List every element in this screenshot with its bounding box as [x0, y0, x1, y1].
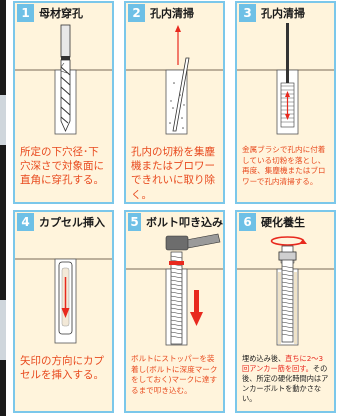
step-header: 5 ボルト叩き込み [126, 212, 223, 232]
step-number-badge: 6 [239, 213, 256, 231]
step-header: 2 孔内清掃 [126, 3, 223, 23]
step-description: 孔内の切粉を集塵機またはブロワーできれいに取り除く。 [131, 146, 215, 201]
step-header: 3 孔内清掃 [237, 3, 334, 23]
step-description-after: その後、所定の硬化時間内はアンカーボルトを動かさない。 [242, 363, 329, 403]
step-title: 孔内清掃 [150, 7, 194, 20]
step-header: 4 カプセル挿入 [15, 212, 112, 232]
step-panel-5: 5 ボルト叩き込み ボルトにストッパーを装着し(ボルトに深度マークをしておく)マ… [124, 210, 225, 413]
step-number-badge: 4 [17, 213, 34, 231]
hammer-bolt-icon [126, 232, 223, 350]
left-edge-tab-upper [0, 95, 6, 145]
wire-brush-icon [237, 23, 334, 141]
step-title: 母材穿孔 [39, 7, 83, 20]
step-title: 孔内清掃 [261, 7, 305, 20]
step-title: 硬化養生 [261, 216, 305, 229]
step-header: 6 硬化養生 [237, 212, 334, 232]
step-description: 所定の下穴径･下穴深さで対象面に直角に穿孔する。 [20, 146, 104, 187]
step-number-badge: 1 [17, 4, 34, 22]
step-panel-1: 1 母材穿孔 所定の下穴径･下穴深さで対象面に直角に穿孔する。 [13, 1, 114, 204]
step-description: 埋め込み後、直ちに2～3回アンカー筋を回す。その後、所定の硬化時間内はアンカーボ… [242, 354, 330, 404]
step-panel-6: 6 硬化養生 埋め込み後、直ちに2～3回アンカー筋を回す。その後、所定の硬化時間… [235, 210, 336, 413]
step-description-highlight: 直ちに2～3回アンカー筋を回す。 [242, 354, 324, 373]
blower-nozzle-icon [126, 23, 223, 141]
step-number-badge: 2 [128, 4, 145, 22]
step-title: カプセル挿入 [39, 216, 105, 229]
step-panel-2: 2 孔内清掃 孔内の切粉を集塵機またはブロワーできれいに取り除く。 [124, 1, 225, 204]
drill-icon [15, 23, 112, 141]
step-number-badge: 5 [128, 213, 141, 231]
step-description: 金属ブラシで孔内に付着している切粉を落とし、再度、集塵機またはブロワーで孔内清掃… [242, 145, 326, 186]
step-panel-3: 3 孔内清掃 金属ブラシで孔内に付着している切粉を落とし、再度、集塵機またはブロ… [235, 1, 336, 204]
left-edge-tab-lower [0, 300, 6, 360]
step-description-before: 埋め込み後、 [242, 354, 286, 363]
left-edge-bar [0, 0, 6, 416]
step-header: 1 母材穿孔 [15, 3, 112, 23]
capsule-icon [15, 232, 112, 350]
rotating-bolt-icon [237, 232, 334, 350]
step-number-badge: 3 [239, 4, 256, 22]
step-description: ボルトにストッパーを装着し(ボルトに深度マークをしておく)マークに達するまで叩き… [131, 354, 218, 395]
step-description: 矢印の方向にカプセルを挿入する。 [20, 355, 104, 382]
step-title: ボルト叩き込み [146, 216, 223, 229]
step-panel-4: 4 カプセル挿入 矢印の方向にカプセルを挿入する。 [13, 210, 114, 413]
